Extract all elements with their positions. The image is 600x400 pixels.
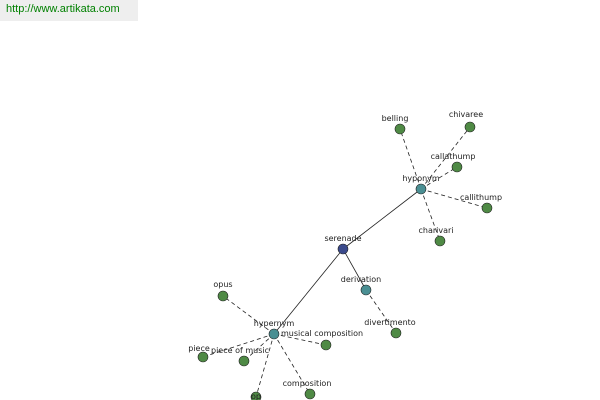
nodes-layer bbox=[197, 121, 493, 400]
labels-layer: serenade belling chivaree callathump callith… bbox=[188, 110, 502, 400]
relation-label-hyponym[interactable]: hyponym bbox=[402, 174, 440, 183]
leaf-label-composition[interactable]: composition bbox=[283, 379, 332, 388]
leaf-node-opus[interactable] bbox=[217, 290, 229, 302]
leaf-node-op[interactable] bbox=[250, 391, 262, 400]
leaf-label-piece-of-music[interactable]: piece of music bbox=[211, 346, 269, 355]
relation-node-hyponym[interactable] bbox=[415, 183, 427, 195]
leaf-label-op[interactable]: op bbox=[251, 392, 261, 400]
edge-serenade-hypernym bbox=[273, 248, 344, 335]
edge-hypernym-composition bbox=[273, 333, 311, 395]
leaf-label-piece[interactable]: piece bbox=[188, 344, 210, 353]
leaf-label-belling[interactable]: belling bbox=[382, 114, 409, 123]
leaf-label-chivaree[interactable]: chivaree bbox=[449, 110, 483, 119]
leaf-node-musical-composition[interactable] bbox=[320, 339, 332, 351]
leaf-label-callathump[interactable]: callathump bbox=[431, 152, 476, 161]
leaf-node-charivari[interactable] bbox=[434, 235, 446, 247]
leaf-node-divertimento[interactable] bbox=[390, 327, 402, 339]
relation-node-hypernym[interactable] bbox=[268, 328, 280, 340]
edge-hypernym-opus bbox=[222, 295, 275, 335]
leaf-label-callithump[interactable]: callithump bbox=[460, 193, 502, 202]
edge-hypernym-op bbox=[255, 333, 275, 398]
leaf-node-piece[interactable] bbox=[197, 351, 209, 363]
edge-hyponym-callithump bbox=[420, 188, 488, 209]
relation-node-derivation[interactable] bbox=[360, 284, 372, 296]
edge-hyponym-belling bbox=[399, 128, 422, 190]
center-label-serenade[interactable]: serenade bbox=[324, 234, 361, 243]
edge-serenade-hyponym bbox=[342, 188, 422, 250]
edge-hypernym-musical-composition bbox=[273, 333, 327, 346]
center-node-serenade[interactable] bbox=[337, 243, 349, 255]
leaf-label-charivari[interactable]: charivari bbox=[418, 226, 453, 235]
edge-derivation-divertimento bbox=[365, 289, 397, 334]
leaf-node-composition[interactable] bbox=[304, 388, 316, 400]
leaf-node-chivaree[interactable] bbox=[464, 121, 476, 133]
leaf-label-musical-composition[interactable]: musical composition bbox=[281, 329, 363, 338]
leaf-label-opus[interactable]: opus bbox=[213, 280, 232, 289]
leaf-node-callathump[interactable] bbox=[451, 161, 463, 173]
leaf-label-divertimento[interactable]: divertimento bbox=[364, 318, 416, 327]
leaf-node-belling[interactable] bbox=[394, 123, 406, 135]
source-banner: http://www.artikata.com bbox=[0, 0, 138, 21]
edge-hypernym-piece bbox=[202, 333, 275, 358]
leaf-node-piece-of-music[interactable] bbox=[238, 355, 250, 367]
relation-label-hypernym[interactable]: hypernym bbox=[254, 319, 295, 328]
edge-hyponym-charivari bbox=[420, 188, 441, 242]
edge-serenade-derivation bbox=[342, 248, 367, 291]
source-link[interactable]: http://www.artikata.com bbox=[6, 3, 120, 15]
leaf-node-callithump[interactable] bbox=[481, 202, 493, 214]
edge-hyponym-chivaree bbox=[420, 126, 471, 190]
edges-layer bbox=[202, 126, 488, 398]
edge-hyponym-callathump bbox=[420, 166, 458, 190]
relation-label-derivation[interactable]: derivation bbox=[341, 275, 381, 284]
